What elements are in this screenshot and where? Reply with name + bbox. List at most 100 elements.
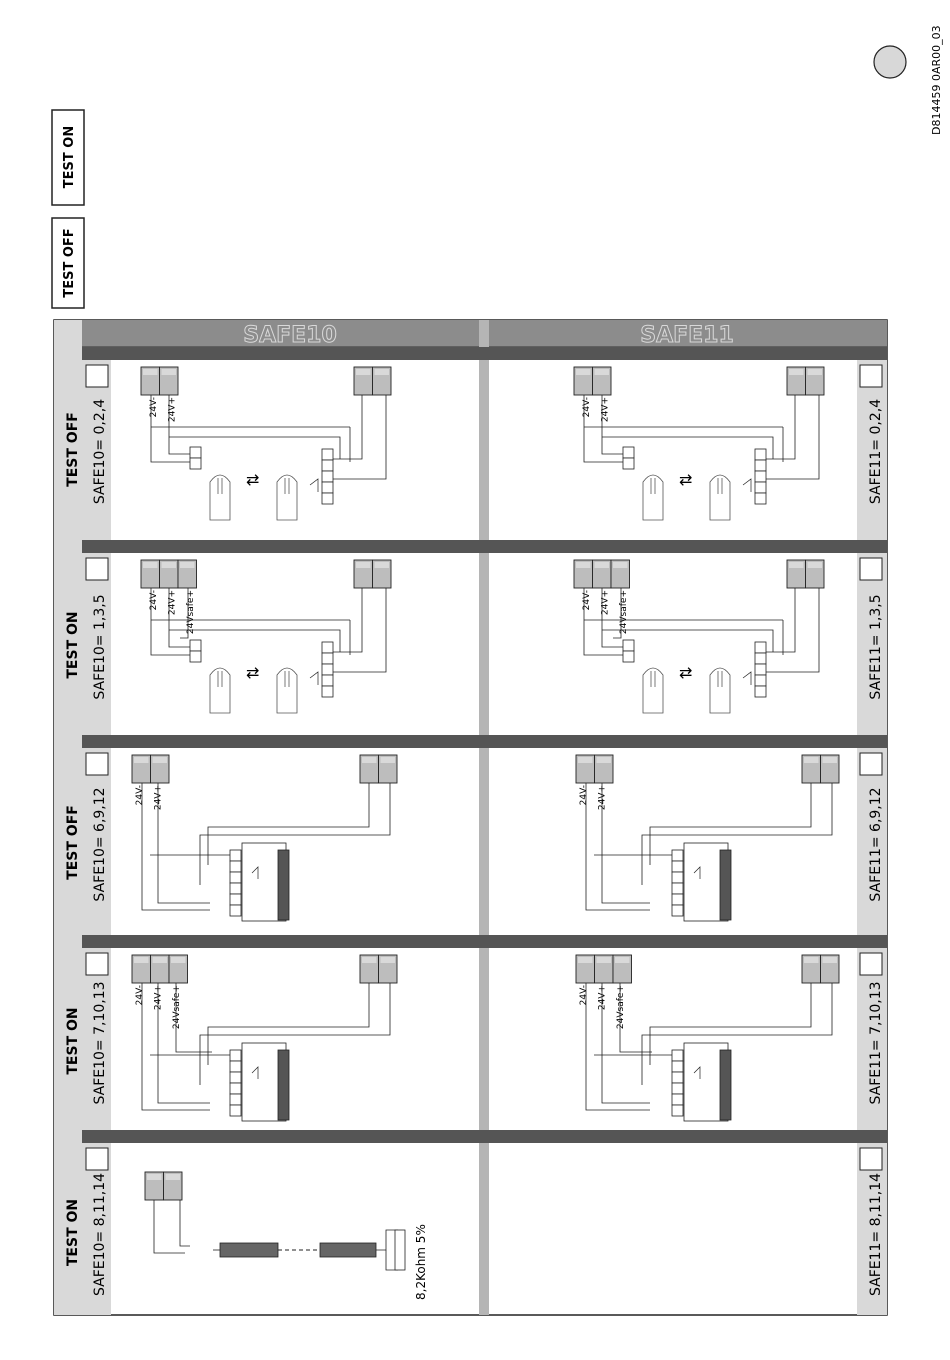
- supply-terminals: [573, 559, 630, 589]
- supply-terminals: [131, 954, 188, 984]
- right-option-checkbox[interactable]: [859, 952, 883, 976]
- left-setting-label: SAFE10= 0,2,4: [92, 399, 108, 504]
- rx-terminal: [321, 448, 334, 505]
- supply-label-2: 24Vsafe+: [186, 590, 196, 634]
- supply-label-0: 24V-: [149, 397, 159, 417]
- rx-terminal: [754, 448, 767, 505]
- mode-label: TEST ON: [65, 1007, 81, 1074]
- supply-label-1: 24V+: [601, 397, 611, 422]
- supply-label-1: 24V+: [601, 590, 611, 615]
- legend-test-off: TEST OFF: [51, 217, 85, 309]
- right-diagram-3: 24V- 24V+: [575, 754, 840, 922]
- column-divider: [479, 320, 489, 1315]
- right-setting-label: SAFE11= 7,10,13: [868, 981, 884, 1104]
- left-option-checkbox[interactable]: [85, 364, 109, 388]
- supply-label-2: 24Vsafe+: [616, 985, 626, 1029]
- tx-terminal: [622, 446, 635, 470]
- right-option-checkbox[interactable]: [859, 364, 883, 388]
- left-setting-label: SAFE10= 8,11,14: [92, 1173, 108, 1296]
- right-option-checkbox[interactable]: [859, 752, 883, 776]
- left-diagram-2: 24V-24V+24Vsafe+⇄: [140, 559, 392, 714]
- row-1: TEST OFF SAFE10= 0,2,4 SAFE11= 0,2,4 24V- 24…: [65, 347, 887, 521]
- supply-terminals: [140, 559, 197, 589]
- supply-label-0: 24V-: [135, 785, 145, 805]
- right-setting-label: SAFE11= 6,9,12: [868, 787, 884, 901]
- right-diagram-4: 24V-24V+24Vsafe+: [575, 954, 840, 1122]
- supply-label-2: 24Vsafe+: [172, 985, 182, 1029]
- right-setting-label: SAFE11= 8,11,14: [868, 1173, 884, 1296]
- page-marker-circle: [873, 45, 907, 79]
- mode-column: [54, 320, 82, 1315]
- left-option-checkbox[interactable]: [85, 557, 109, 581]
- rx-terminal: [321, 641, 334, 698]
- supply-label-1: 24V+: [598, 985, 608, 1010]
- mode-label: TEST OFF: [65, 412, 81, 487]
- supply-label-0: 24V-: [579, 785, 589, 805]
- legend-test-on-label: TEST ON: [62, 126, 77, 188]
- input-terminals: [786, 366, 825, 396]
- supply-terminals: [573, 366, 612, 396]
- edge-input-terminals: [144, 1171, 183, 1201]
- left-option-checkbox[interactable]: [85, 952, 109, 976]
- safety-edge: [719, 849, 732, 921]
- termination-resistor: [394, 1229, 406, 1271]
- input-terminals: [353, 366, 392, 396]
- left-option-checkbox[interactable]: [85, 1147, 109, 1171]
- supply-label-1: 24V+: [168, 590, 178, 615]
- safety-edge: [277, 1049, 290, 1121]
- input-terminals: [359, 954, 398, 984]
- tx-terminal: [189, 639, 202, 663]
- left-setting-label: SAFE10= 6,9,12: [92, 787, 108, 901]
- column-title-safe11: SAFE11: [640, 323, 734, 348]
- resistor-value-label: 8,2Kohm 5%: [414, 1224, 428, 1300]
- row-4: TEST ON SAFE10= 7,10,13 SAFE11= 7,10,13 24V…: [65, 935, 887, 1122]
- supply-terminals: [131, 754, 170, 784]
- supply-terminals: [575, 954, 632, 984]
- tx-terminal: [189, 446, 202, 470]
- mode-label: TEST OFF: [65, 805, 81, 880]
- column-title-safe10: SAFE10: [243, 323, 337, 348]
- beam-arrows: ⇄: [679, 663, 692, 682]
- transmitter-photocell: [642, 667, 664, 714]
- edge-terminal-block: [671, 1049, 684, 1117]
- input-terminals: [786, 559, 825, 589]
- tx-terminal: [622, 639, 635, 663]
- transmitter-photocell: [209, 667, 231, 714]
- rx-terminal: [754, 641, 767, 698]
- edge-terminal-block: [671, 849, 684, 917]
- beam-arrows: ⇄: [246, 470, 259, 489]
- left-setting-label: SAFE10= 1,3,5: [92, 594, 108, 699]
- right-option-checkbox[interactable]: [859, 1147, 883, 1171]
- beam-arrows: ⇄: [679, 470, 692, 489]
- input-terminals: [801, 754, 840, 784]
- left-diagram-4: 24V- 24V+ 24Vsafe+: [131, 954, 398, 1122]
- beam-arrows: ⇄: [246, 663, 259, 682]
- supply-label-1: 24V+: [154, 985, 164, 1010]
- document-code: D814459 0AR00_03: [930, 25, 943, 135]
- supply-label-1: 24V+: [598, 785, 608, 810]
- receiver-photocell: [709, 474, 731, 521]
- supply-terminals: [575, 754, 614, 784]
- receiver-photocell: [709, 667, 731, 714]
- left-option-checkbox[interactable]: [85, 752, 109, 776]
- edge-terminal-block: [229, 1049, 242, 1117]
- transmitter-photocell: [209, 474, 231, 521]
- supply-label-0: 24V-: [135, 985, 145, 1005]
- edge-terminal-block: [229, 849, 242, 917]
- receiver-photocell: [276, 667, 298, 714]
- row-3: TEST OFF SAFE10= 6,9,12 SAFE11= 6,9,12 24V-…: [65, 735, 887, 922]
- left-setting-label: SAFE10= 7,10,13: [92, 981, 108, 1104]
- transmitter-photocell: [642, 474, 664, 521]
- supply-label-0: 24V-: [582, 397, 592, 417]
- supply-label-1: 24V+: [168, 397, 178, 422]
- input-terminals: [359, 754, 398, 784]
- left-diagram-3: 24V-24V+: [131, 754, 398, 922]
- right-diagram-2: 24V-24V+24Vsafe+⇄: [573, 559, 825, 714]
- safety-edge: [277, 849, 290, 921]
- right-setting-label: SAFE11= 0,2,4: [868, 399, 884, 504]
- right-setting-label: SAFE11= 1,3,5: [868, 594, 884, 699]
- right-option-checkbox[interactable]: [859, 557, 883, 581]
